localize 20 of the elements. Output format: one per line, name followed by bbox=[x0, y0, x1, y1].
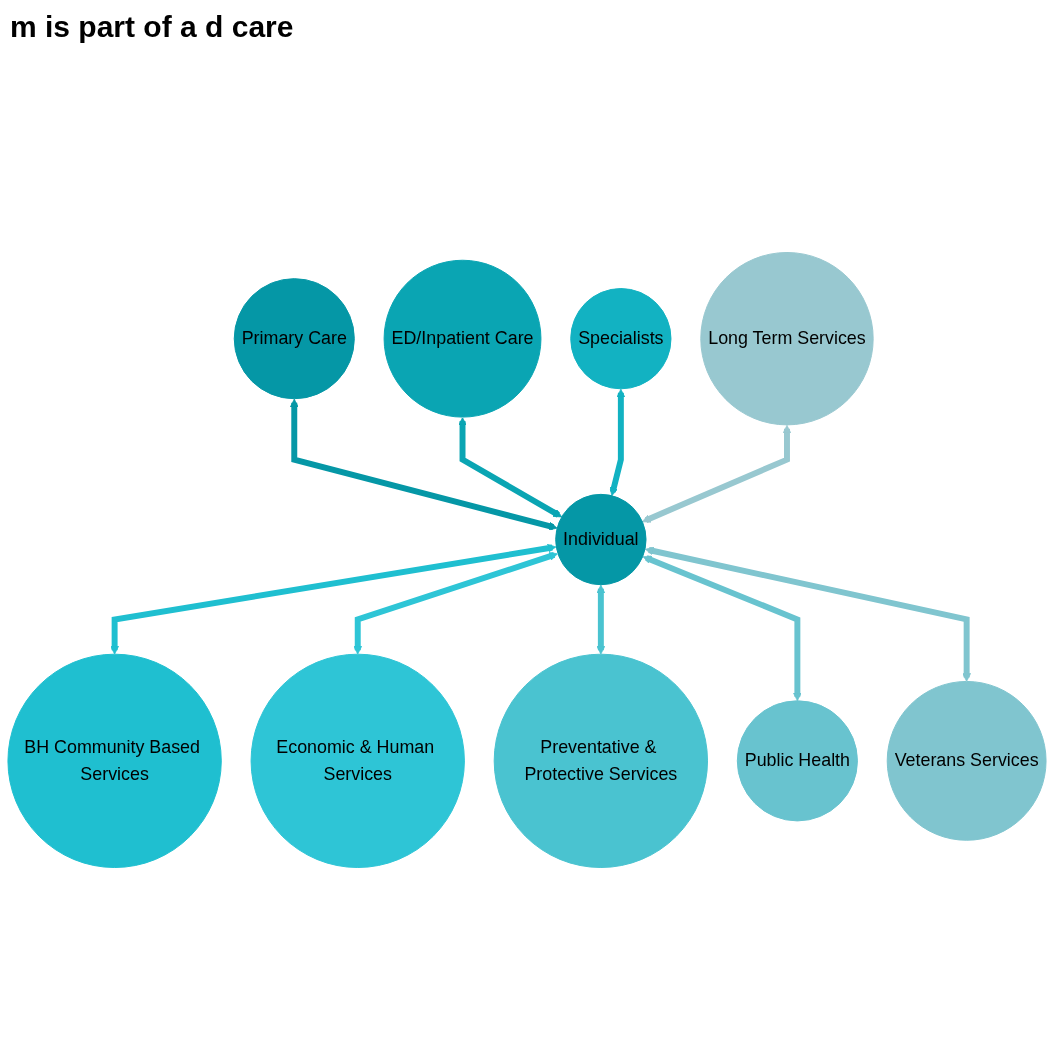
arrow bbox=[609, 388, 626, 497]
arrow bbox=[110, 543, 557, 655]
arrow bbox=[353, 552, 558, 655]
node-circle: Individual bbox=[555, 493, 647, 586]
node-circle: BH Community Based Services bbox=[7, 653, 222, 869]
arrow bbox=[596, 584, 606, 655]
title: m is part of a d care bbox=[10, 10, 294, 44]
node-circle: Long Term Services bbox=[700, 251, 874, 426]
node-circle: Veterans Services bbox=[886, 680, 1047, 841]
node-circle: ED/Inpatient Care bbox=[383, 259, 542, 418]
arrow bbox=[458, 417, 563, 518]
arrow bbox=[642, 555, 802, 702]
node-circle: Economic & Human Services bbox=[250, 653, 465, 869]
node-circle: Public Health bbox=[736, 700, 858, 822]
arrow bbox=[645, 546, 971, 682]
arrow bbox=[289, 398, 558, 531]
node-circle: Preventative & Protective Services bbox=[493, 653, 709, 869]
node-circle: Primary Care bbox=[233, 278, 355, 400]
node-circle: Specialists bbox=[570, 288, 672, 390]
arrow bbox=[642, 424, 792, 523]
